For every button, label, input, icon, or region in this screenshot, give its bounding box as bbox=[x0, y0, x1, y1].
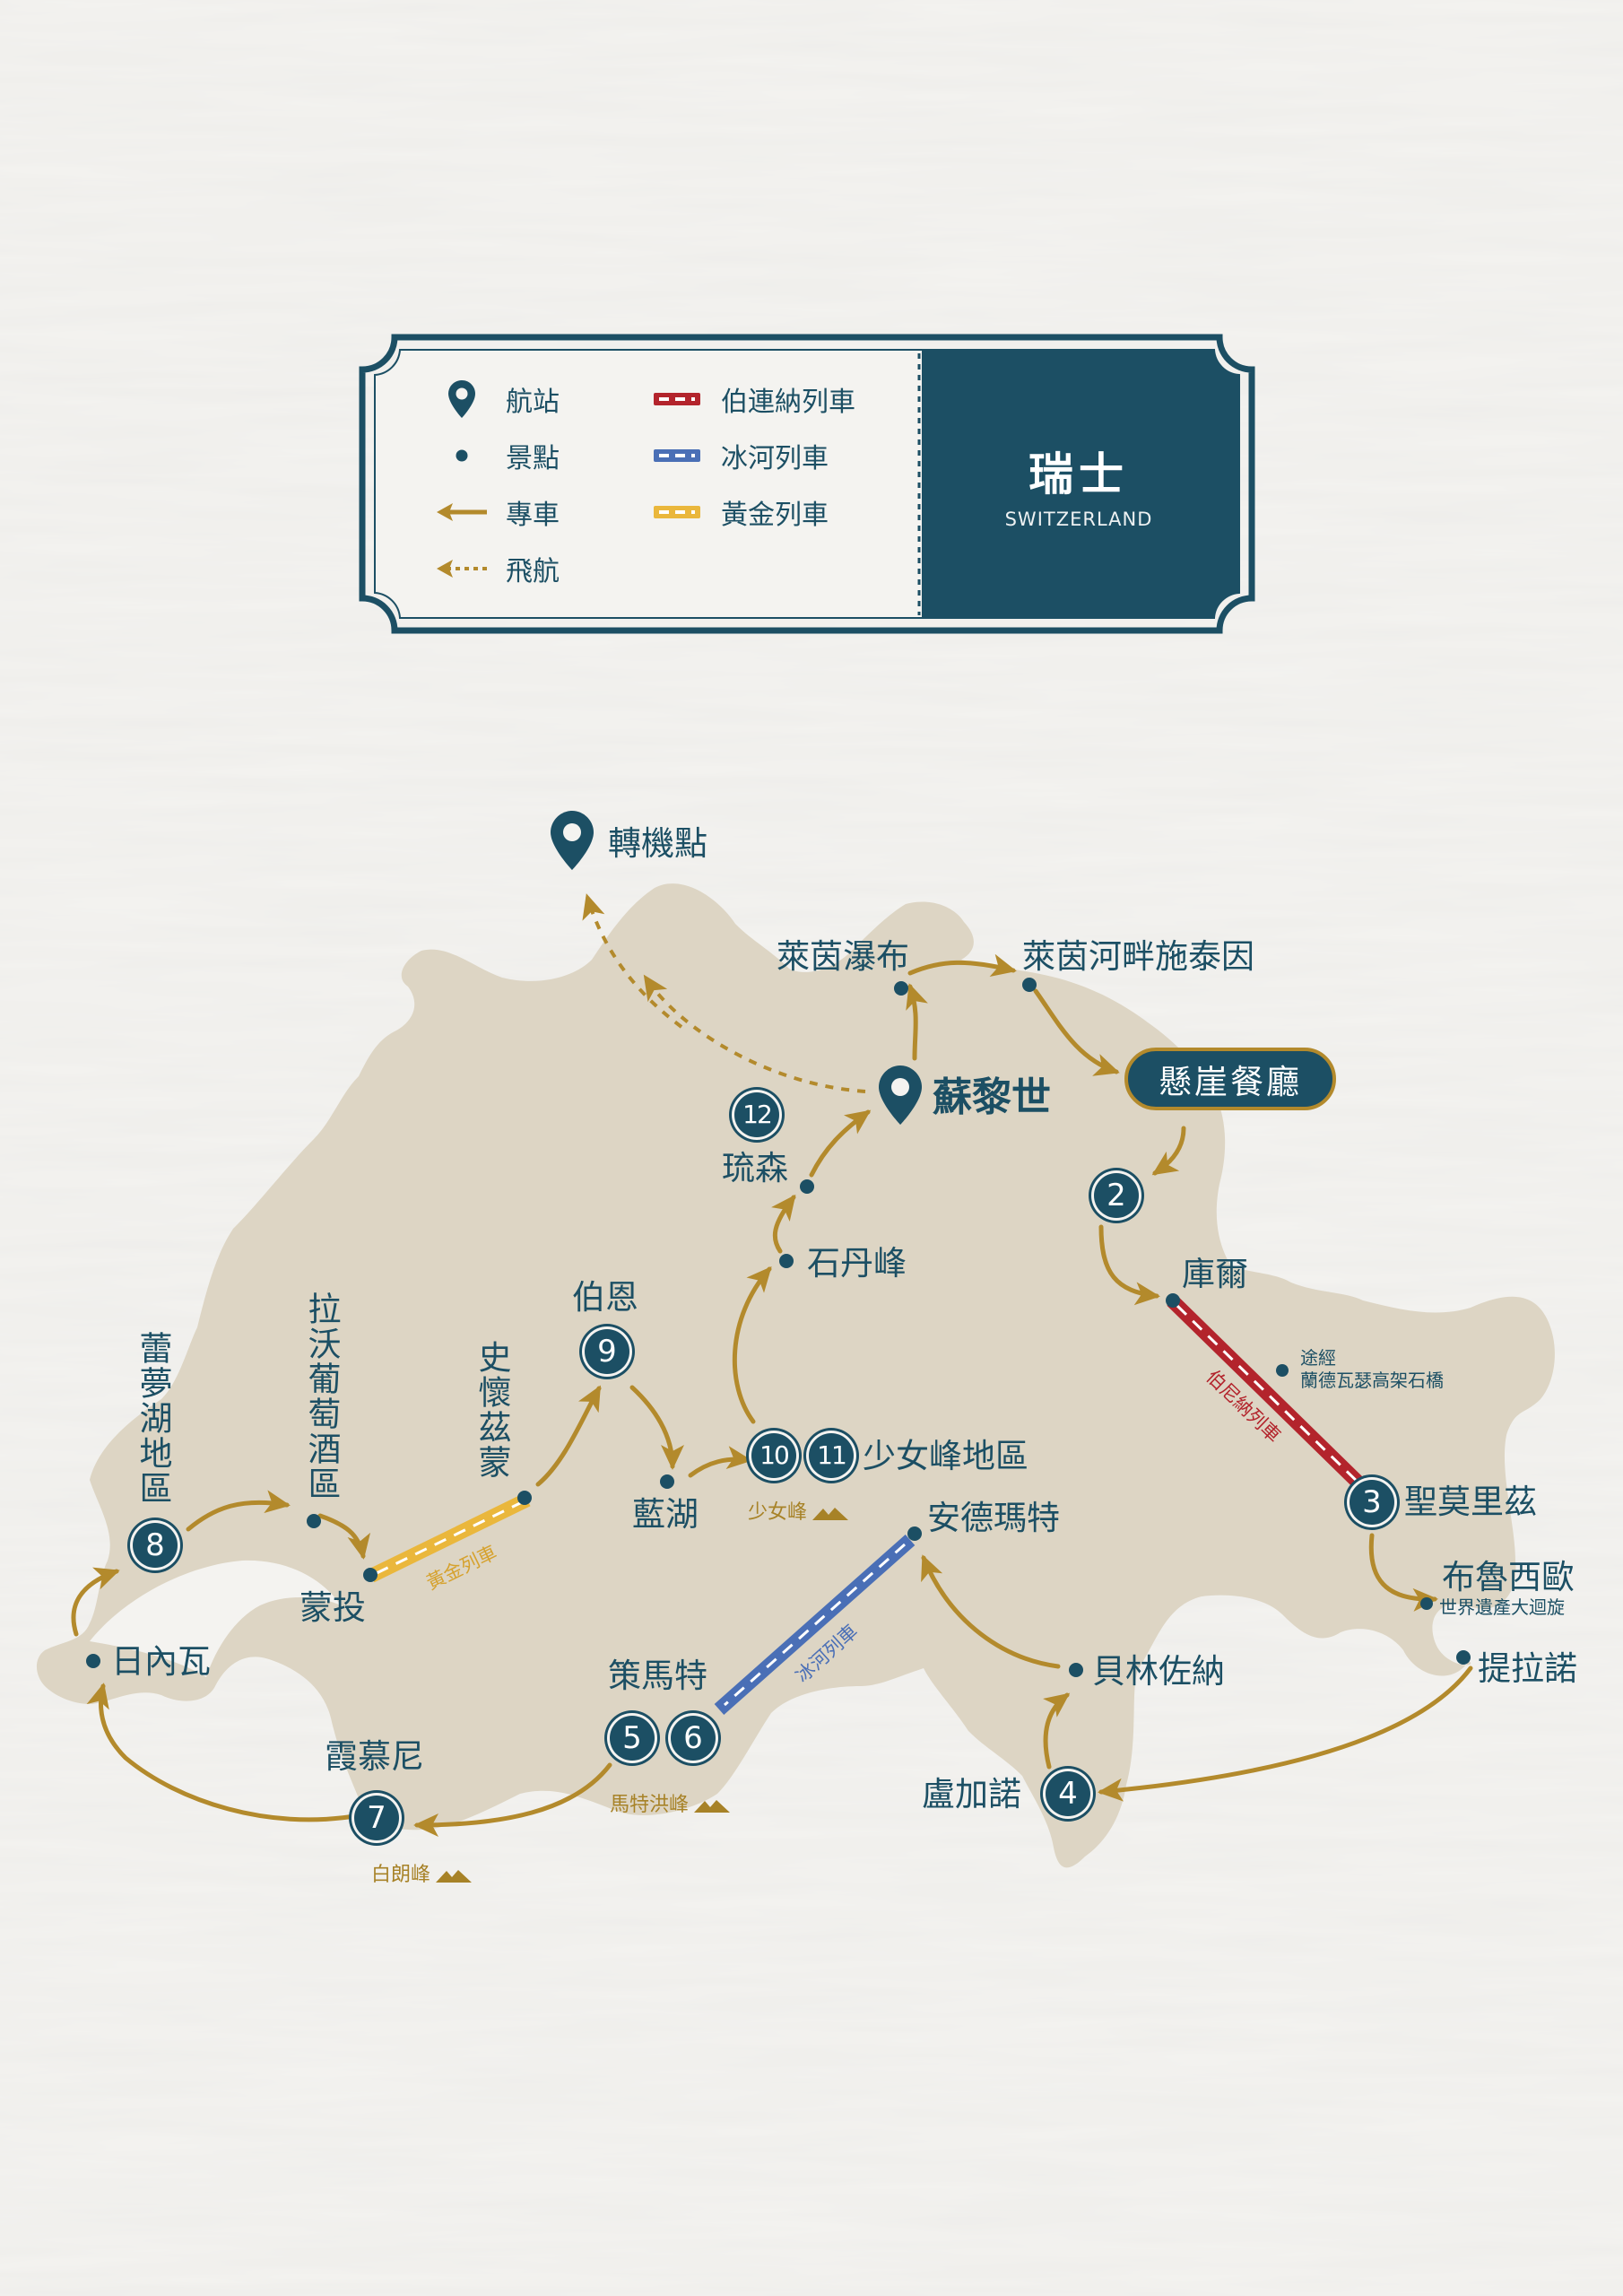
place-cliff-restaurant: 懸崖餐廳 bbox=[1124, 1048, 1336, 1110]
dot-rhine-falls bbox=[894, 981, 908, 996]
stop-badge: 2 bbox=[1094, 1173, 1139, 1218]
place-landwasser: 途經 蘭德瓦瑟高架石橋 bbox=[1300, 1347, 1444, 1391]
dot-landwasser bbox=[1276, 1364, 1289, 1377]
place-chamonix: 霞慕尼 bbox=[325, 1737, 424, 1776]
location-pin-icon bbox=[879, 1065, 922, 1125]
place-geneva: 日內瓦 bbox=[111, 1642, 211, 1681]
glacier-train-line bbox=[714, 1535, 916, 1715]
place-lugano: 盧加諾 bbox=[922, 1775, 1021, 1813]
place-stanserhorn: 石丹峰 bbox=[807, 1244, 907, 1283]
place-zermatt: 策馬特 bbox=[608, 1657, 707, 1695]
stop-badge: 9 bbox=[585, 1329, 629, 1374]
place-st-moritz: 聖莫里茲 bbox=[1404, 1483, 1537, 1521]
stop-badge: 12 bbox=[734, 1092, 779, 1137]
place-spiez: 史懷茲蒙 bbox=[473, 1340, 511, 1480]
place-tirano: 提拉諾 bbox=[1478, 1649, 1577, 1688]
place-brusio-note: 世界遺產大迴旋 bbox=[1439, 1596, 1565, 1618]
location-pin-icon bbox=[430, 377, 493, 422]
location-pin-icon bbox=[551, 811, 594, 870]
dot-bellinzona bbox=[1069, 1663, 1083, 1677]
dot-blue-lake bbox=[660, 1474, 674, 1489]
place-andermatt: 安德瑪特 bbox=[927, 1499, 1060, 1537]
place-bellinzona: 貝林佐納 bbox=[1092, 1652, 1225, 1691]
legend-label: 景點 bbox=[506, 443, 560, 474]
peak-label: 馬特洪峰 bbox=[610, 1794, 690, 1816]
place-brusio: 布魯西歐 bbox=[1442, 1558, 1575, 1596]
country-block: 瑞士 SWITZERLAND bbox=[922, 350, 1236, 619]
mountain-icon bbox=[812, 1503, 849, 1520]
legend-label: 黃金列車 bbox=[721, 500, 829, 531]
legend-item-glacier: 冰河列車 bbox=[646, 433, 829, 478]
legend-item-flight: 飛航 bbox=[430, 546, 560, 591]
stop-badge: 10 bbox=[751, 1433, 796, 1478]
place-chur: 庫爾 bbox=[1182, 1255, 1248, 1293]
peak-jungfrau: 少女峰 bbox=[748, 1496, 849, 1525]
legend-label: 伯連納列車 bbox=[721, 387, 855, 418]
dot-stanserhorn bbox=[779, 1254, 794, 1268]
place-blue-lake: 藍湖 bbox=[632, 1495, 699, 1534]
mountain-icon bbox=[694, 1796, 731, 1813]
stop-badge: 8 bbox=[133, 1523, 178, 1568]
dot-montreux bbox=[363, 1568, 378, 1582]
peak-label: 白朗峰 bbox=[371, 1864, 431, 1886]
glacier-train-line-icon bbox=[646, 433, 708, 478]
legend-frame bbox=[359, 334, 1255, 634]
place-lucerne: 琉森 bbox=[722, 1149, 788, 1187]
attraction-dots bbox=[86, 978, 1471, 1677]
place-stein-am-rhein: 萊茵河畔施泰因 bbox=[1022, 937, 1254, 976]
legend-item-attraction: 景點 bbox=[430, 433, 560, 478]
legend-label: 專車 bbox=[506, 500, 560, 531]
mountain-icon bbox=[436, 1866, 473, 1883]
place-montreux: 蒙投 bbox=[299, 1588, 366, 1627]
legend-label: 航站 bbox=[506, 387, 560, 418]
dot-brusio bbox=[1420, 1597, 1433, 1610]
switzerland-outline bbox=[36, 883, 1555, 1868]
coach-routes bbox=[71, 953, 1473, 1837]
dot-spiez bbox=[517, 1491, 532, 1505]
legend-label: 飛航 bbox=[506, 556, 560, 587]
solid-arrow-icon bbox=[430, 490, 493, 535]
country-subtitle: SWITZERLAND bbox=[1004, 509, 1153, 530]
legend-ticket: 航站 景點 專車 飛航 伯連納列車 冰河列車 黃金列車 bbox=[359, 334, 1255, 634]
place-transfer-point: 轉機點 bbox=[608, 824, 707, 863]
bernina-train-line-icon bbox=[646, 377, 708, 422]
legend-label: 冰河列車 bbox=[721, 443, 829, 474]
stop-badge: 4 bbox=[1046, 1771, 1090, 1816]
stop-badge: 5 bbox=[610, 1716, 655, 1761]
peak-mont-blanc: 白朗峰 bbox=[371, 1858, 473, 1887]
dot-stein-am-rhein bbox=[1022, 978, 1037, 992]
place-bern: 伯恩 bbox=[572, 1278, 638, 1317]
dot-chur bbox=[1166, 1293, 1180, 1308]
dot-icon bbox=[430, 433, 493, 478]
bernina-train-line bbox=[1167, 1295, 1377, 1501]
stop-badge: 11 bbox=[809, 1433, 854, 1478]
lake-geneva bbox=[90, 1560, 341, 1677]
stop-badge: 6 bbox=[671, 1716, 716, 1761]
dot-lavaux bbox=[307, 1514, 321, 1528]
flight-route bbox=[582, 893, 866, 1093]
place-rhine-falls: 萊茵瀑布 bbox=[777, 937, 909, 976]
dot-andermatt bbox=[907, 1526, 922, 1541]
peak-label: 少女峰 bbox=[748, 1501, 808, 1524]
golden-train-line bbox=[368, 1492, 531, 1583]
place-zurich: 蘇黎世 bbox=[933, 1074, 1051, 1120]
dot-tirano bbox=[1456, 1650, 1471, 1665]
legend-item-bernina: 伯連納列車 bbox=[646, 377, 855, 422]
place-leman: 蕾夢湖地區 bbox=[134, 1331, 172, 1506]
place-jungfrau-region: 少女峰地區 bbox=[863, 1437, 1028, 1475]
legend-item-golden: 黃金列車 bbox=[646, 490, 829, 535]
place-lavaux: 拉沃葡萄酒區 bbox=[302, 1292, 341, 1501]
legend-item-coach: 專車 bbox=[430, 490, 560, 535]
legend-item-airport: 航站 bbox=[430, 377, 560, 422]
stop-badge: 7 bbox=[354, 1796, 399, 1840]
stop-badge: 3 bbox=[1350, 1480, 1394, 1525]
dashed-arrow-icon bbox=[430, 546, 493, 591]
country-title: 瑞士 bbox=[1028, 448, 1129, 500]
golden-train-line-icon bbox=[646, 490, 708, 535]
dot-lucerne bbox=[800, 1179, 814, 1194]
dot-geneva bbox=[86, 1654, 100, 1668]
peak-matterhorn: 馬特洪峰 bbox=[610, 1788, 731, 1817]
